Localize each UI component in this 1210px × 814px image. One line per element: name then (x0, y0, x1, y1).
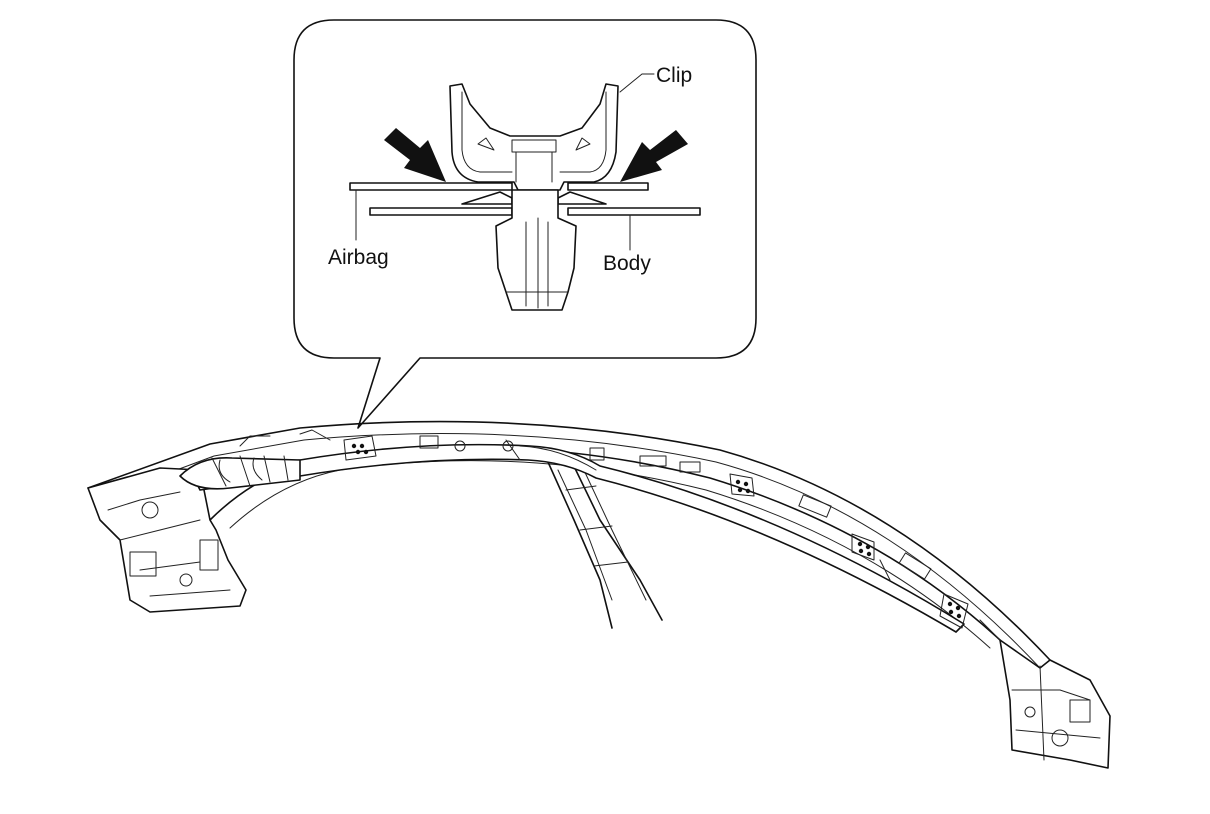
airbag-plate (349, 182, 649, 191)
clip-head (449, 83, 619, 191)
clip-leader (619, 73, 655, 93)
mount-clip-1 (343, 435, 377, 461)
mount-clip-2 (729, 473, 755, 497)
roof-side-rail (87, 420, 1111, 769)
mount-clip-3 (851, 533, 875, 561)
body-label: Body (603, 252, 651, 275)
curtain-airbag (179, 439, 965, 633)
clip-label: Clip (656, 64, 692, 87)
right-arrow-icon (620, 130, 688, 182)
mount-clip-4 (939, 593, 969, 629)
clip-stem (495, 189, 577, 311)
airbag-label: Airbag (328, 246, 389, 269)
clip-detail (349, 73, 701, 311)
left-arrow-icon (384, 128, 446, 182)
rail-features (239, 429, 1001, 641)
